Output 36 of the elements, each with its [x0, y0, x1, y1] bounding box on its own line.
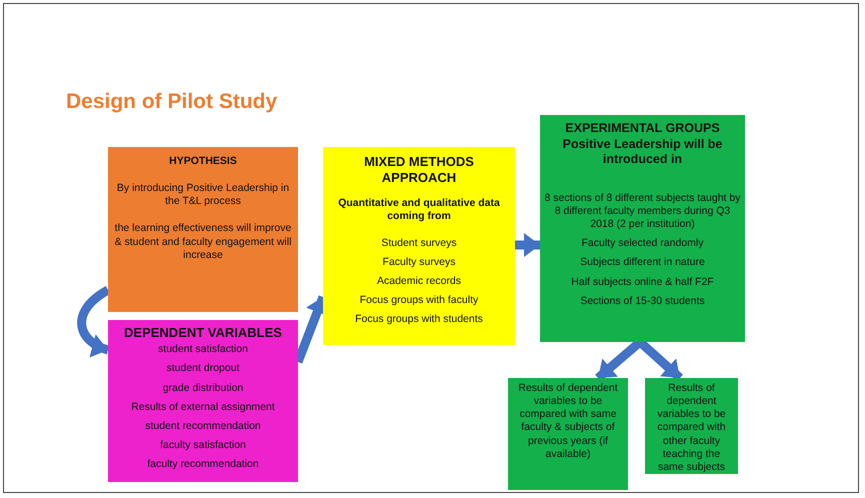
title: Design of Pilot Study	[66, 90, 278, 114]
box-text: Results of dependent variables to be compared with same faculty & subjects of previous years (if available)	[517, 382, 619, 461]
result-box	[508, 378, 628, 490]
box-heading: HYPOTHESIS	[169, 155, 237, 168]
box-text: Results of dependent variables to be compared with other faculty teaching the same subjects	[656, 382, 727, 474]
experimental-groups-box	[540, 115, 745, 342]
box-text: By introducing Positive Leadership in the T&L process	[116, 182, 290, 208]
box-text: Half subjects online & half F2F	[571, 276, 714, 289]
box-heading: MIXED METHODS APPROACH	[363, 154, 475, 186]
box-text: Faculty surveys	[382, 256, 456, 269]
box-text: Sections of 15-30 students	[580, 294, 705, 308]
block-arrow	[515, 233, 540, 257]
box-text: grade distribution	[162, 382, 244, 395]
box-text: student satisfaction	[158, 343, 248, 356]
methods-box	[323, 147, 515, 345]
box-text: student recommendation	[145, 420, 261, 433]
box-heading: EXPERIMENTAL GROUPS	[565, 121, 720, 137]
box-text: Academic records	[376, 275, 462, 288]
box-text: the learning effectiveness will improve & student and faculty engagement will increase	[114, 222, 292, 262]
result-box	[645, 378, 738, 474]
box-text: Focus groups with students	[355, 313, 483, 326]
box-text: faculty recommendation	[147, 458, 259, 472]
hypothesis-box	[108, 147, 298, 312]
box-text: 8 sections of 8 different subjects taught by 8 different faculty members during Q3 2018 (2 per institution)	[544, 192, 741, 232]
box-text: Faculty selected randomly	[582, 237, 704, 250]
box-text: Subjects different in nature	[580, 256, 705, 270]
box-text: Student surveys	[381, 236, 457, 250]
block-arrow	[77, 286, 110, 356]
box-text: Quantitative and qualitative data coming from	[337, 196, 501, 223]
box-text: Positive Leadership will be introduced in	[562, 136, 724, 168]
box-text: faculty satisfaction	[160, 438, 246, 452]
variables-box	[108, 320, 298, 482]
box-text: student dropout	[166, 362, 240, 376]
box-text: Focus groups with faculty	[360, 294, 478, 308]
box-heading: DEPENDENT VARIABLES	[124, 325, 282, 342]
box-text: Results of external assignment	[131, 400, 275, 414]
